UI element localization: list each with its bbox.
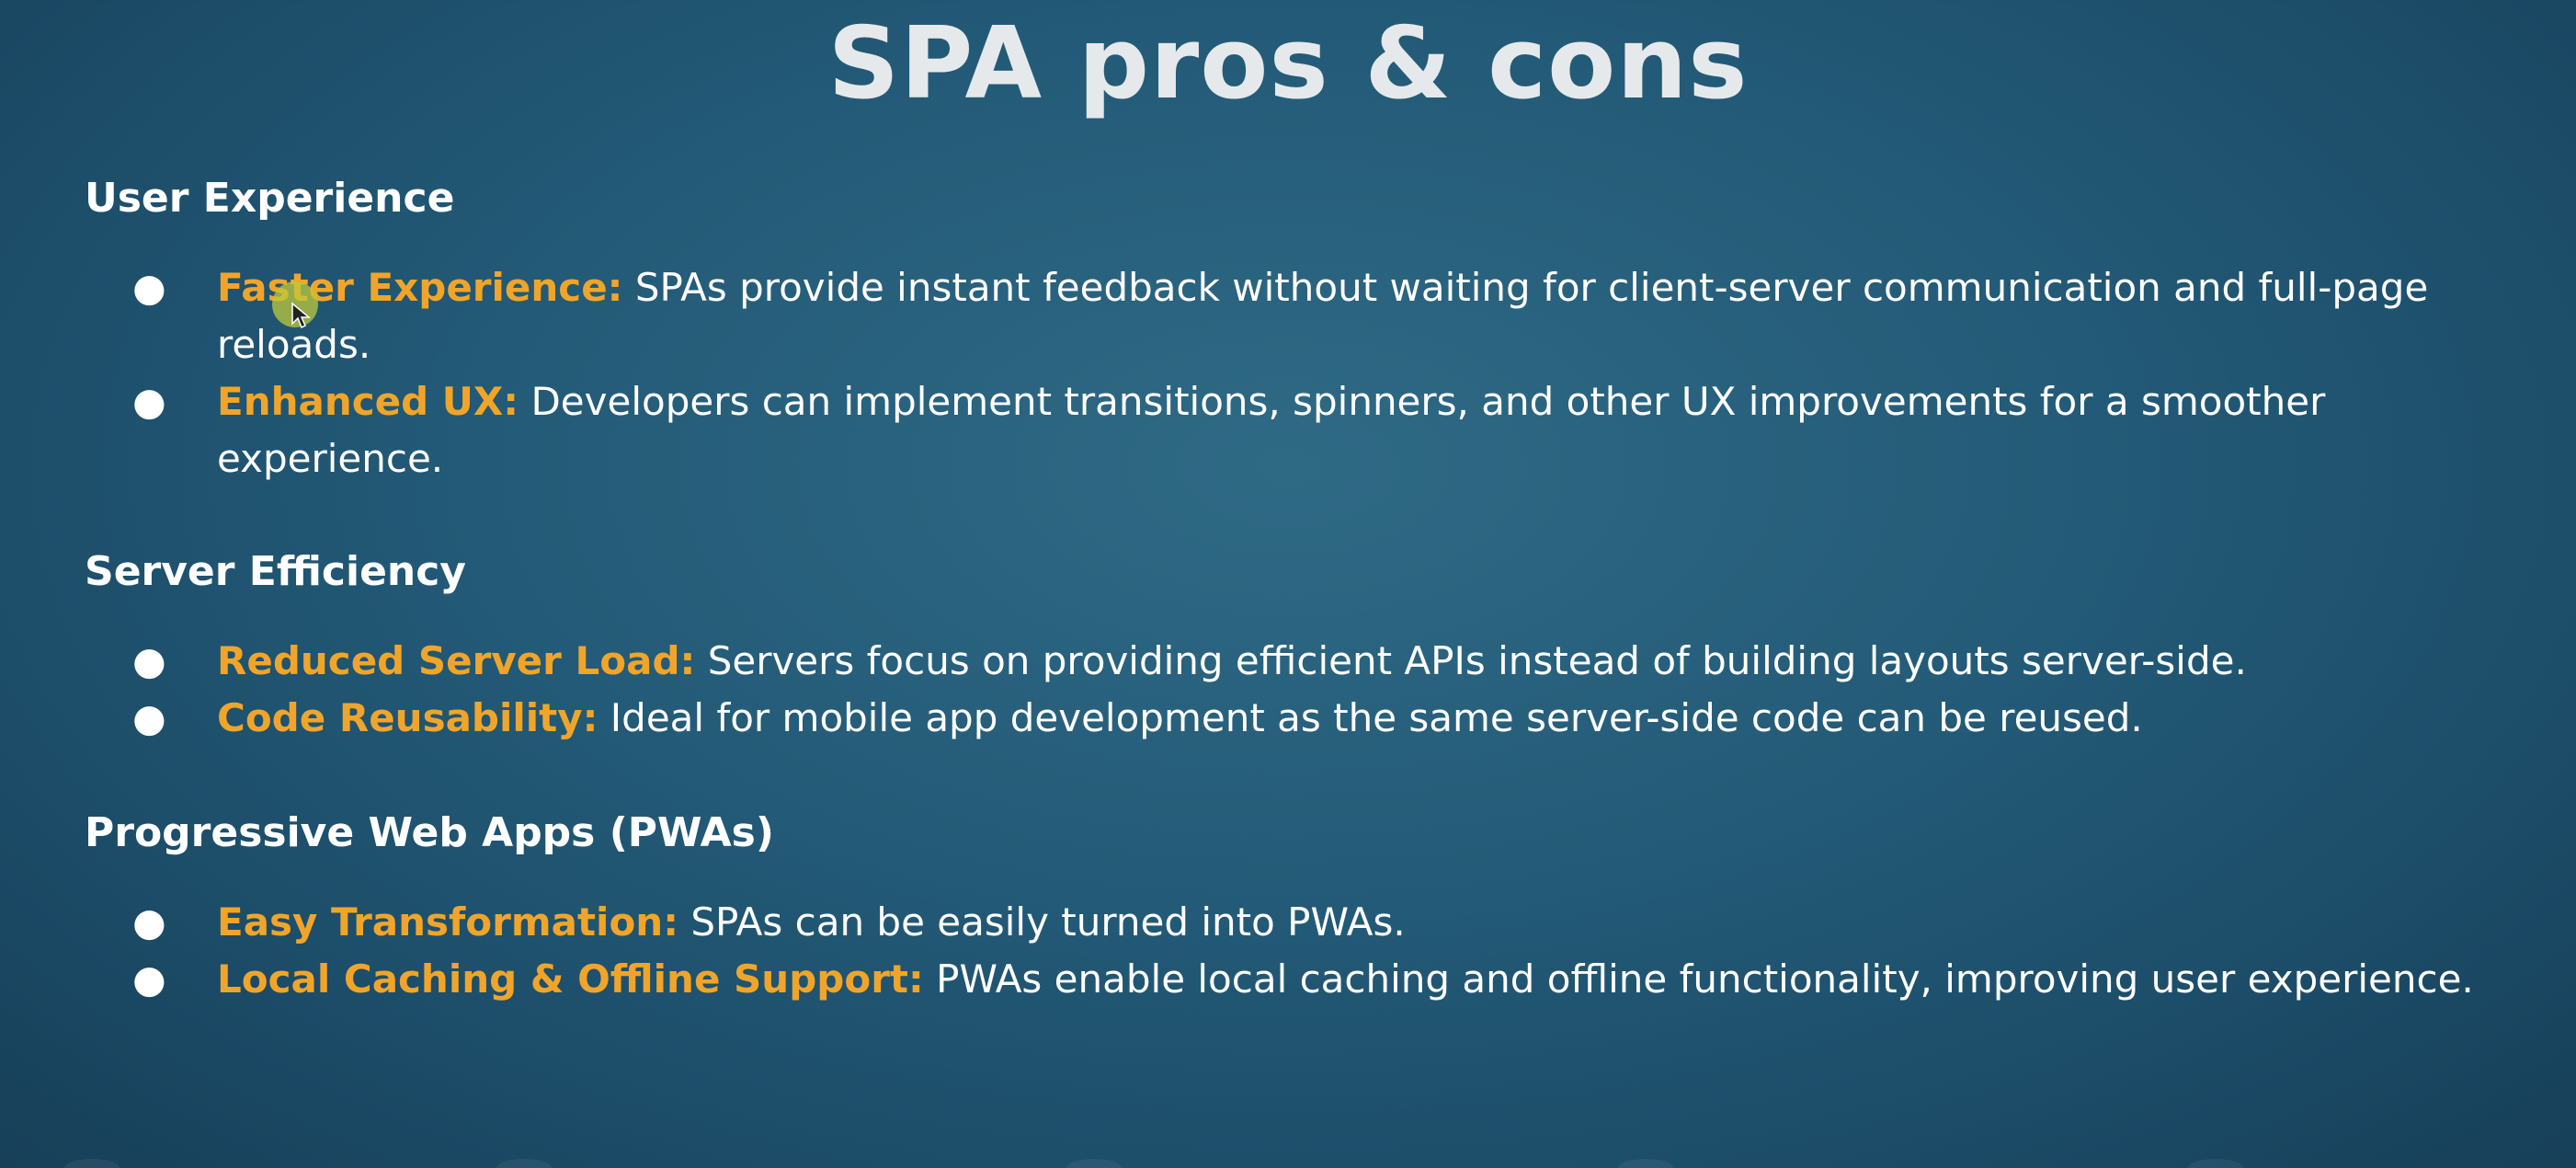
list-item: ● Code Reusability: Ideal for mobile app…	[85, 690, 2521, 747]
bullet-icon: ●	[132, 638, 166, 683]
slide-title: SPA pros & cons	[827, 6, 1749, 121]
list-item: ● Local Caching & Offline Support: PWAs …	[85, 951, 2521, 1008]
list-item: ● Enhanced UX: Developers can implement …	[85, 373, 2521, 487]
decorative-dot	[496, 1159, 552, 1168]
bullet-icon: ●	[132, 379, 166, 424]
bullet-icon: ●	[132, 695, 166, 740]
bottom-strip	[0, 1151, 2576, 1168]
list-item: ● Reduced Server Load: Servers focus on …	[85, 633, 2521, 690]
bullet-list: ● Easy Transformation: SPAs can be easil…	[85, 894, 2521, 1008]
item-text: SPAs provide instant feedback without wa…	[217, 265, 2429, 367]
item-text: PWAs enable local caching and offline fu…	[936, 956, 2474, 1002]
item-text: Developers can implement transitions, sp…	[217, 379, 2326, 481]
bullet-icon: ●	[132, 956, 166, 1002]
item-text: SPAs can be easily turned into PWAs.	[690, 899, 1406, 945]
bullet-icon: ●	[132, 899, 166, 945]
item-term: Enhanced UX:	[217, 379, 519, 424]
section-heading: Progressive Web Apps (PWAs)	[85, 809, 774, 856]
item-term: Local Caching & Offline Support:	[217, 956, 924, 1002]
section-heading: Server Efficiency	[85, 548, 466, 595]
bullet-list: ● Faster Experience: SPAs provide instan…	[85, 259, 2521, 487]
item-term: Code Reusability:	[217, 695, 598, 740]
section-heading: User Experience	[85, 175, 455, 222]
decorative-dot	[2188, 1159, 2243, 1168]
mouse-pointer-icon	[291, 302, 311, 329]
section-progressive-web-apps: Progressive Web Apps (PWAs) ● Easy Trans…	[85, 806, 2521, 1008]
list-item: ● Faster Experience: SPAs provide instan…	[85, 259, 2521, 373]
list-item: ● Easy Transformation: SPAs can be easil…	[85, 894, 2521, 951]
item-term: Reduced Server Load:	[217, 638, 696, 683]
bullet-icon: ●	[132, 265, 166, 310]
decorative-dot	[1066, 1159, 1122, 1168]
item-text: Servers focus on providing efficient API…	[707, 638, 2247, 683]
section-server-efficiency: Server Efficiency ● Reduced Server Load:…	[85, 544, 2521, 747]
item-term: Easy Transformation:	[217, 899, 678, 945]
decorative-dot	[1618, 1159, 1673, 1168]
decorative-dot	[64, 1159, 120, 1168]
section-user-experience: User Experience ● Faster Experience: SPA…	[85, 171, 2521, 487]
item-text: Ideal for mobile app development as the …	[610, 695, 2143, 740]
bullet-list: ● Reduced Server Load: Servers focus on …	[85, 633, 2521, 747]
